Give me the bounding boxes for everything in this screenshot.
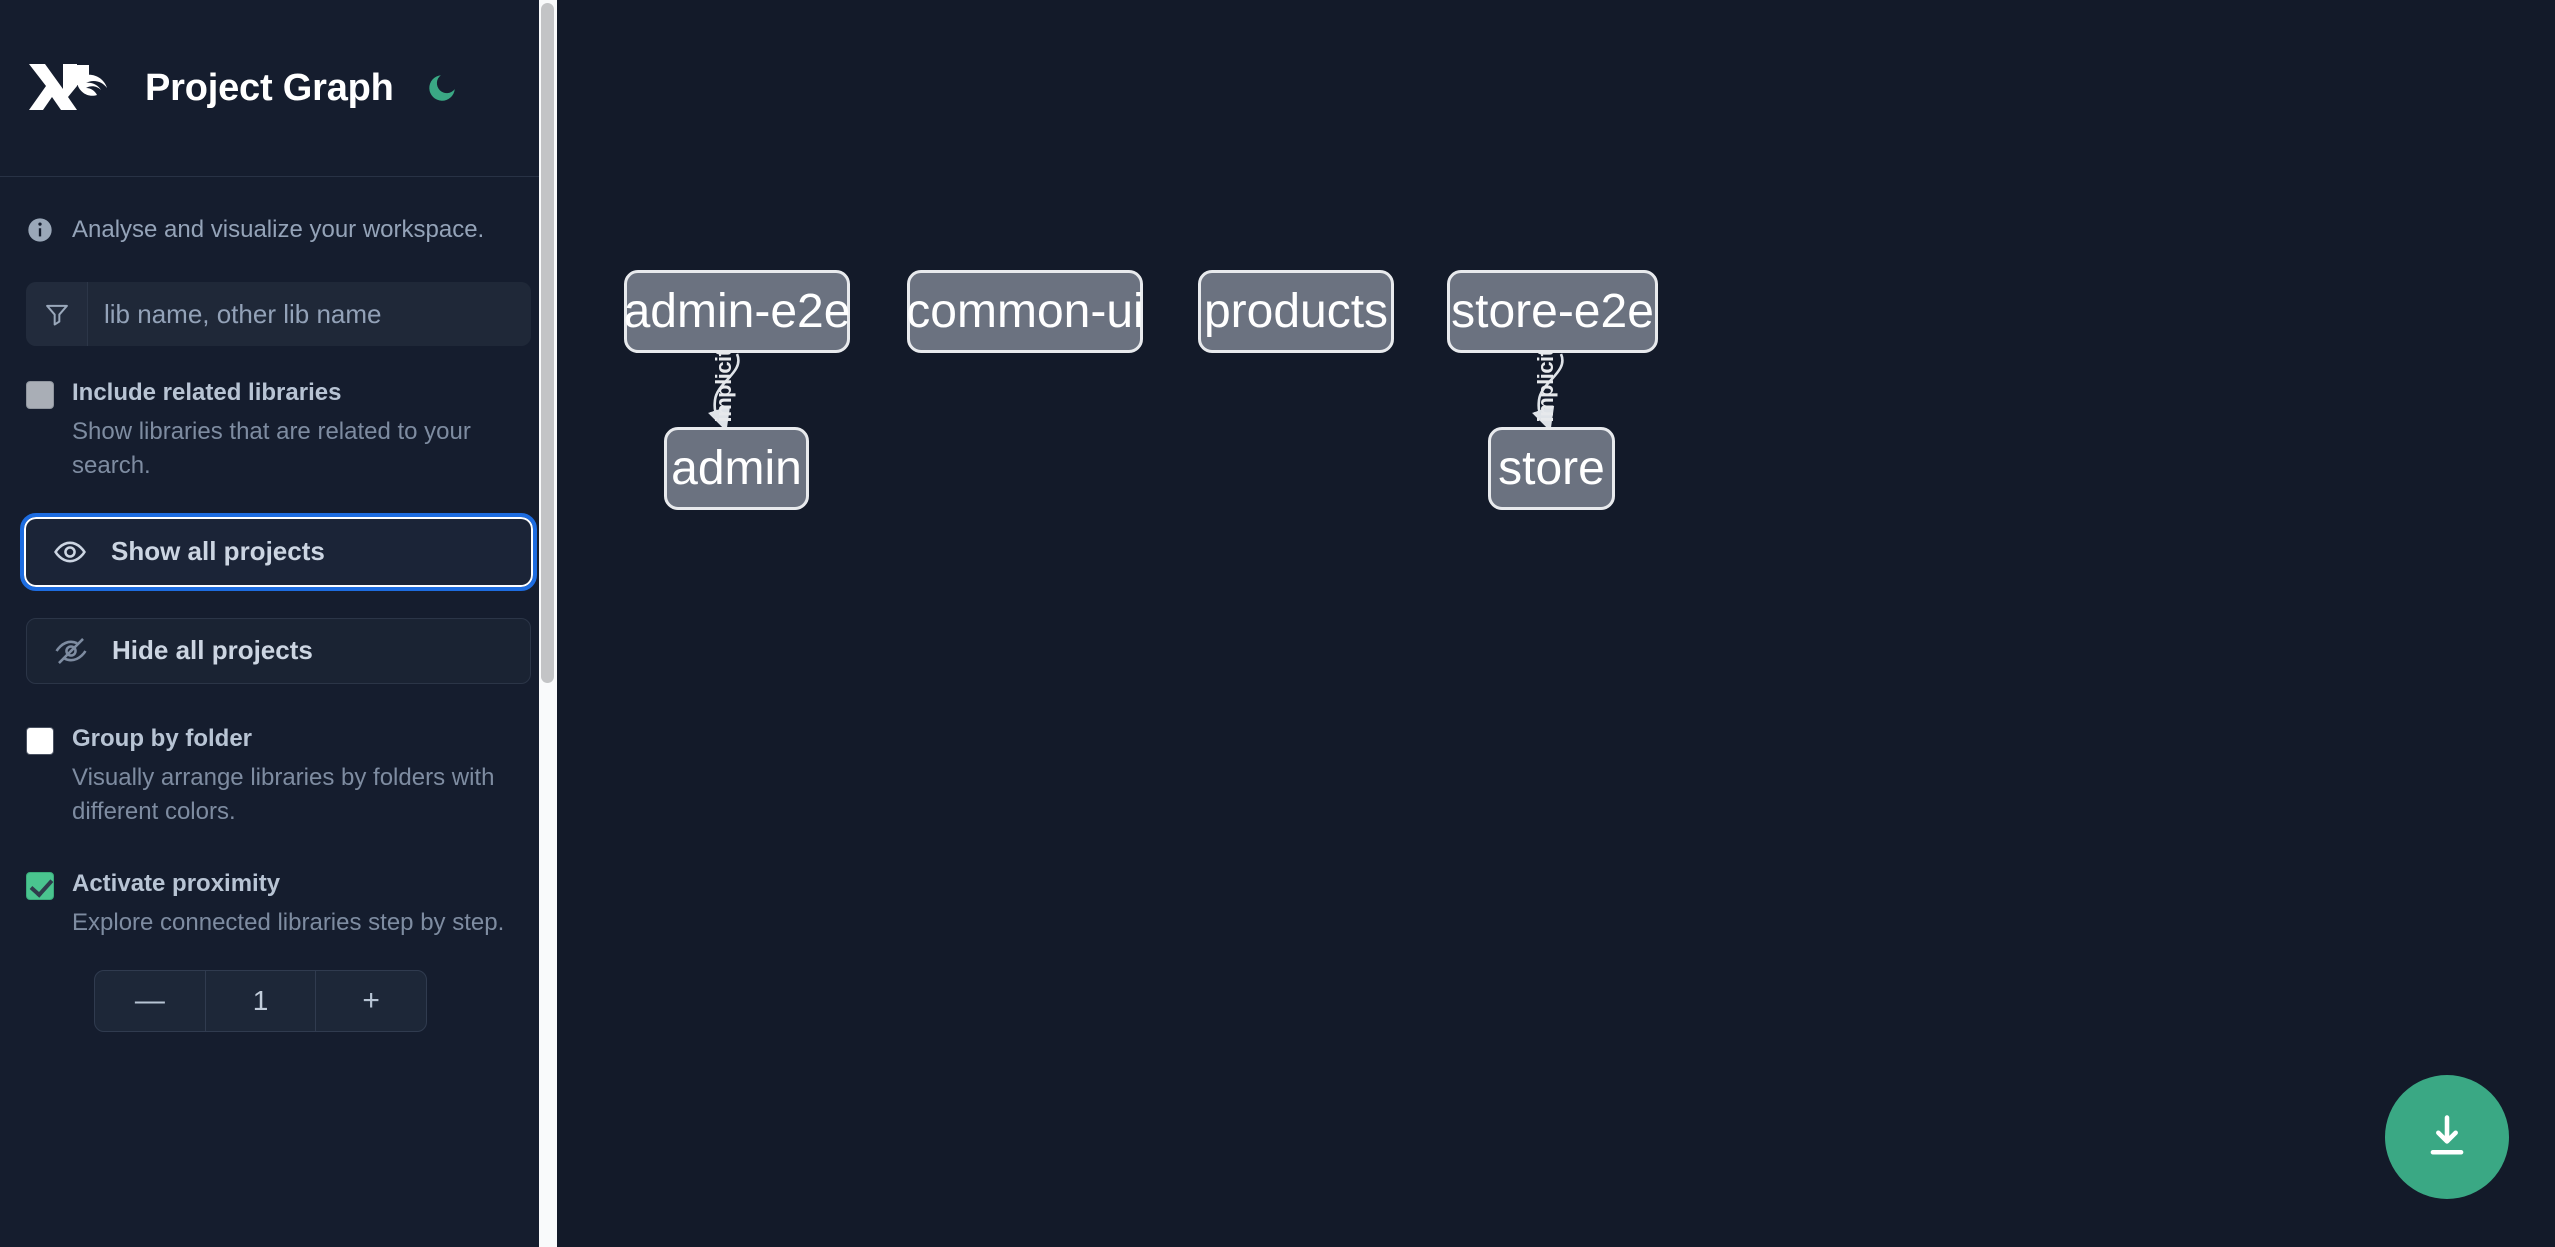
graph-node-store[interactable]: store <box>1488 427 1615 510</box>
download-graph-button[interactable] <box>2385 1075 2509 1199</box>
graph-node-admin[interactable]: admin <box>664 427 809 510</box>
option-sub-activate-proximity: Explore connected libraries step by step… <box>72 908 505 936</box>
checkbox-activate-proximity[interactable] <box>26 871 54 900</box>
sidebar-description-text: Analyse and visualize your workspace. <box>72 215 485 243</box>
hide-all-projects-button[interactable]: Hide all projects <box>26 617 531 684</box>
option-activate-proximity[interactable]: Activate proximity Explore connected lib… <box>0 867 557 940</box>
checkbox-include-related-libraries[interactable] <box>26 381 54 409</box>
visibility-buttons: Show all projects Hide all projects <box>0 512 557 684</box>
proximity-value: 1 <box>206 970 317 1031</box>
sidebar-scrollbar-track[interactable] <box>539 0 557 1247</box>
sidebar-header: Project Graph <box>0 0 557 177</box>
graph-node-store-e2e[interactable]: store-e2e <box>1447 270 1658 353</box>
option-sub-group-by-folder: Visually arrange libraries by folders wi… <box>72 763 495 825</box>
graph-node-admin-e2e[interactable]: admin-e2e <box>624 270 850 353</box>
moon-icon[interactable] <box>422 68 462 108</box>
graph-edges <box>707 353 1564 432</box>
option-label-group-by-folder: Group by folder <box>72 724 252 752</box>
show-all-projects-button[interactable]: Show all projects <box>20 512 537 591</box>
sidebar: Project Graph Analyse and visualize your… <box>0 0 557 1247</box>
nx-logo-icon <box>26 60 114 117</box>
option-label-include-related-libraries: Include related libraries <box>72 379 342 406</box>
funnel-icon <box>26 282 88 346</box>
hide-all-projects-label: Hide all projects <box>112 635 313 666</box>
eye-icon <box>52 534 88 570</box>
search-input[interactable] <box>88 282 531 346</box>
show-all-projects-label: Show all projects <box>111 536 325 567</box>
download-icon <box>2421 1110 2473 1165</box>
sidebar-scrollbar-thumb[interactable] <box>541 3 554 683</box>
proximity-stepper[interactable]: — 1 + <box>94 969 427 1032</box>
graph-node-common-ui[interactable]: common-ui <box>906 270 1144 353</box>
page-title: Project Graph <box>145 66 394 109</box>
filter-input-wrapper[interactable] <box>26 282 531 346</box>
proximity-increment-button[interactable]: + <box>362 983 380 1017</box>
checkbox-group-by-folder[interactable] <box>26 726 54 755</box>
graph-node-products[interactable]: products <box>1198 270 1394 353</box>
option-sub-include-related-libraries: Show libraries that are related to your … <box>72 417 471 479</box>
eye-off-icon <box>53 633 89 669</box>
graph-canvas[interactable]: implicit implicit admin-e2e common-ui pr… <box>557 0 2555 1247</box>
option-label-activate-proximity: Activate proximity <box>72 869 281 897</box>
option-include-related-libraries[interactable]: Include related libraries Show libraries… <box>0 376 557 483</box>
sidebar-description-row: Analyse and visualize your workspace. <box>0 177 557 282</box>
info-icon <box>26 216 54 244</box>
proximity-decrement-button[interactable]: — <box>95 970 206 1031</box>
option-group-by-folder[interactable]: Group by folder Visually arrange librari… <box>0 722 557 829</box>
